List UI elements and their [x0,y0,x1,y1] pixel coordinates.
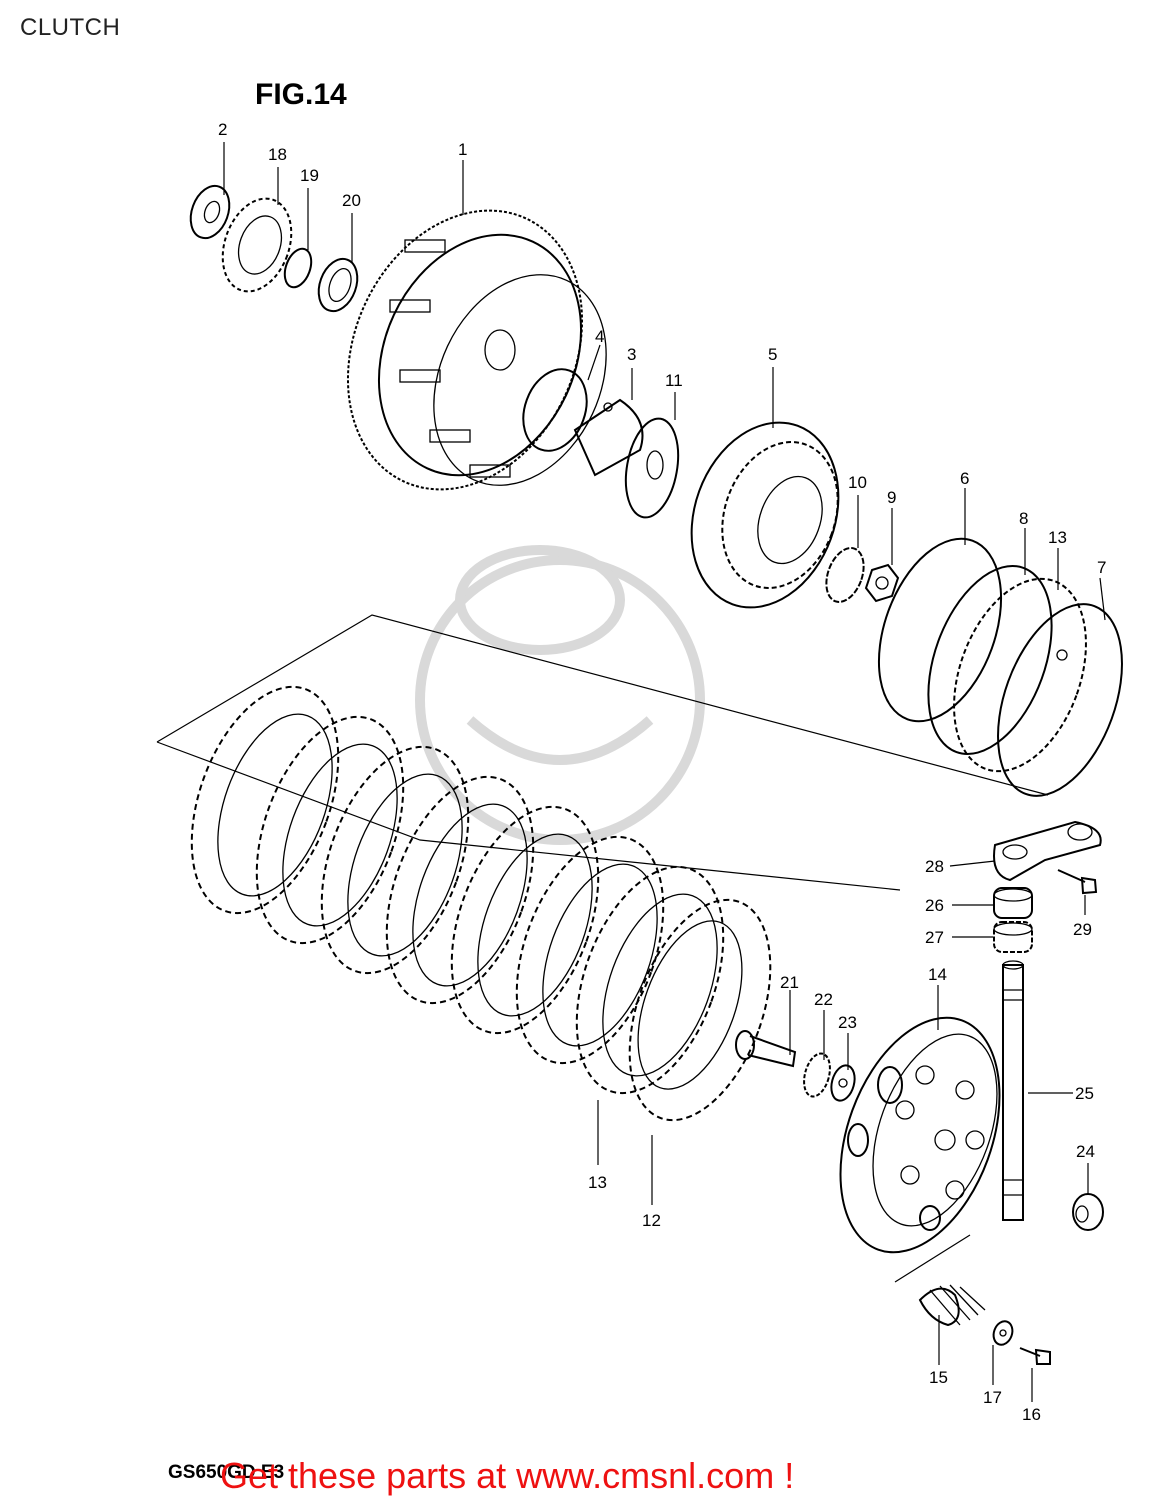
callout-1: 1 [458,140,467,159]
page-title: CLUTCH [20,14,121,41]
part-14-pressure-plate[interactable] [811,996,1030,1275]
part-17-washer[interactable] [990,1319,1015,1348]
callout-15: 15 [929,1368,948,1387]
part-27-bearing[interactable] [993,921,1033,953]
callout-24: 24 [1076,1142,1095,1161]
callout-4: 4 [595,327,604,346]
callout-9: 9 [887,488,896,507]
leader-lines [223,142,1106,1402]
part-1-clutch-housing[interactable] [304,172,639,528]
callout-6: 6 [960,469,969,488]
clutch-plate-stack[interactable] [164,667,798,1139]
part-7-circlip[interactable] [974,587,1146,813]
callout-5: 5 [768,345,777,364]
part-25-release-shaft[interactable] [1002,960,1024,1221]
callout-8: 8 [1019,509,1028,528]
part-5-clutch-hub[interactable] [667,402,864,628]
part-22-thrust-bearing[interactable] [800,1051,835,1100]
callout-21: 21 [780,973,799,992]
callout-20: 20 [342,191,361,210]
part-9-nut[interactable] [864,563,900,603]
watermark-logo [415,545,705,845]
callout-23: 23 [838,1013,857,1032]
callout-27: 27 [925,928,944,947]
part-16-bolt[interactable] [1019,1347,1051,1365]
part-13-drive-plate-top[interactable] [929,561,1110,790]
callout-19: 19 [300,166,319,185]
callout-28: 28 [925,857,944,876]
callout-13-bottom: 13 [588,1173,607,1192]
callout-14: 14 [928,965,947,984]
callout-7: 7 [1097,558,1106,577]
part-10-lock-washer[interactable] [819,543,870,607]
part-28-release-arm[interactable] [993,820,1102,882]
callout-18: 18 [268,145,287,164]
part-29-bolt[interactable] [1057,869,1098,895]
callout-10: 10 [848,473,867,492]
callout-labels: 2 18 19 20 1 4 3 11 5 10 9 6 8 13 7 13 1… [218,120,1106,1424]
callout-25: 25 [1075,1084,1094,1103]
part-18-gear[interactable] [211,189,304,301]
cta-link[interactable]: Get these parts at www.cmsnl.com ! [220,1455,795,1496]
callout-16: 16 [1022,1405,1041,1424]
figure-label: FIG.14 [255,78,347,111]
callout-3: 3 [627,345,636,364]
part-3-sleeve[interactable] [573,398,644,477]
part-2-washer[interactable] [184,180,236,243]
callout-13-top: 13 [1048,528,1067,547]
model-code: GS650GD E3 [168,1462,284,1483]
spring-leader [894,1234,971,1283]
part-19-spacer[interactable] [280,245,316,291]
callout-17: 17 [983,1388,1002,1407]
part-8-plate[interactable] [905,549,1075,771]
plate-stack-outline [156,614,1049,891]
callout-11: 11 [665,371,683,390]
part-15-clutch-spring[interactable] [918,1284,986,1327]
callout-29: 29 [1073,920,1092,939]
part-4-bearing[interactable] [512,360,597,459]
part-23-thrust-washer[interactable] [828,1063,859,1103]
callout-26: 26 [925,896,944,915]
part-26-oil-seal[interactable] [993,887,1033,919]
part-21-push-piece[interactable] [735,1030,797,1068]
part-11-thrust-washer[interactable] [619,414,686,521]
part-6-plate[interactable] [856,522,1024,738]
callout-12: 12 [642,1211,661,1230]
part-20-needle-bearing[interactable] [312,253,364,316]
callout-22: 22 [814,990,833,1009]
part-24-oil-seal[interactable] [1072,1193,1104,1231]
callout-2: 2 [218,120,227,139]
